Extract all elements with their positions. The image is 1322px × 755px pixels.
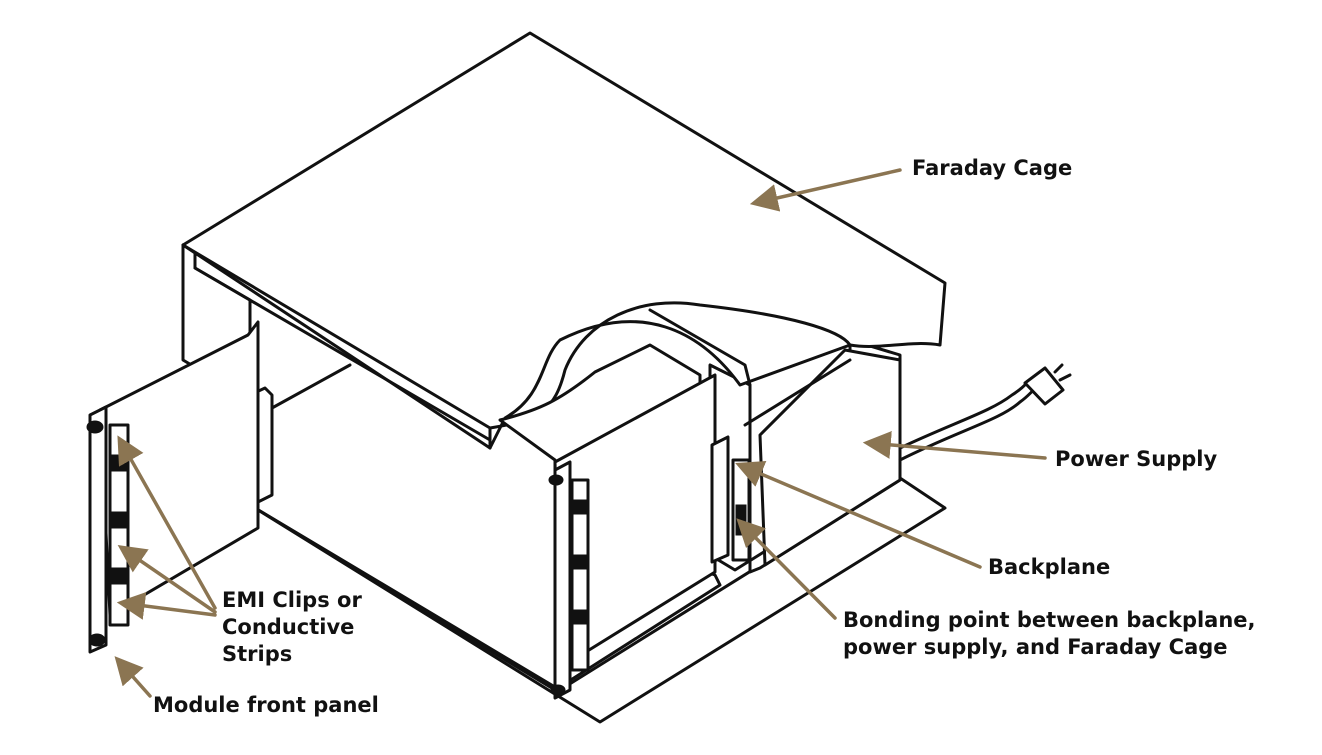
center-screw-top — [548, 474, 564, 486]
left-clip-3 — [111, 567, 127, 585]
left-clip-2 — [111, 511, 127, 529]
arrow-bonding-point — [736, 518, 837, 620]
bonding-point — [735, 504, 747, 536]
arrow-backplane — [735, 461, 982, 569]
emi-clips-label-line2: Conductive — [222, 615, 355, 639]
cage-floor-back — [270, 363, 352, 410]
center-clip-3 — [573, 609, 587, 625]
bonding-point-label: Bonding point between backplane, power s… — [843, 607, 1256, 661]
module-front-panel-label: Module front panel — [153, 693, 379, 717]
cage-floor-edge — [248, 503, 557, 692]
arrow-emi-1 — [117, 435, 217, 610]
cage-top — [181, 31, 947, 450]
cage-inner-wall — [193, 266, 492, 442]
left-module-panel — [88, 405, 108, 654]
backplane — [710, 435, 730, 564]
left-module-board — [98, 320, 260, 617]
power-cord-inner — [898, 378, 1032, 450]
backplane-label: Backplane — [988, 555, 1111, 579]
bonding-point-label-line2: power supply, and Faraday Cage — [843, 635, 1228, 659]
arrow-power-supply — [862, 430, 1047, 460]
left-clip-1 — [111, 454, 127, 472]
arrow-faraday-cage — [749, 168, 902, 212]
emi-clips-label-line1: EMI Clips or — [222, 588, 362, 612]
arrow-emi-3 — [116, 592, 217, 620]
power-supply-label: Power Supply — [1055, 447, 1218, 471]
center-module-panel — [553, 460, 572, 700]
emi-clips-label: EMI Clips or Conductive Strips — [222, 587, 362, 668]
arrow-emi-2 — [117, 545, 217, 614]
base-plate — [248, 476, 947, 724]
power-plug — [1023, 366, 1065, 406]
emi-clips-label-line3: Strips — [222, 642, 293, 666]
power-supply-top — [743, 358, 852, 427]
cage-inner-seam — [648, 308, 752, 387]
faraday-cage-label: Faraday Cage — [912, 156, 1073, 180]
center-screw-bottom — [550, 684, 566, 696]
bonding-point-label-line1: Bonding point between backplane, — [843, 608, 1256, 632]
center-clip-1 — [573, 499, 587, 515]
center-clip-2 — [573, 554, 587, 570]
arrow-module-front-panel — [114, 656, 152, 698]
left-screw-bottom — [88, 633, 106, 647]
left-screw-top — [86, 420, 104, 434]
